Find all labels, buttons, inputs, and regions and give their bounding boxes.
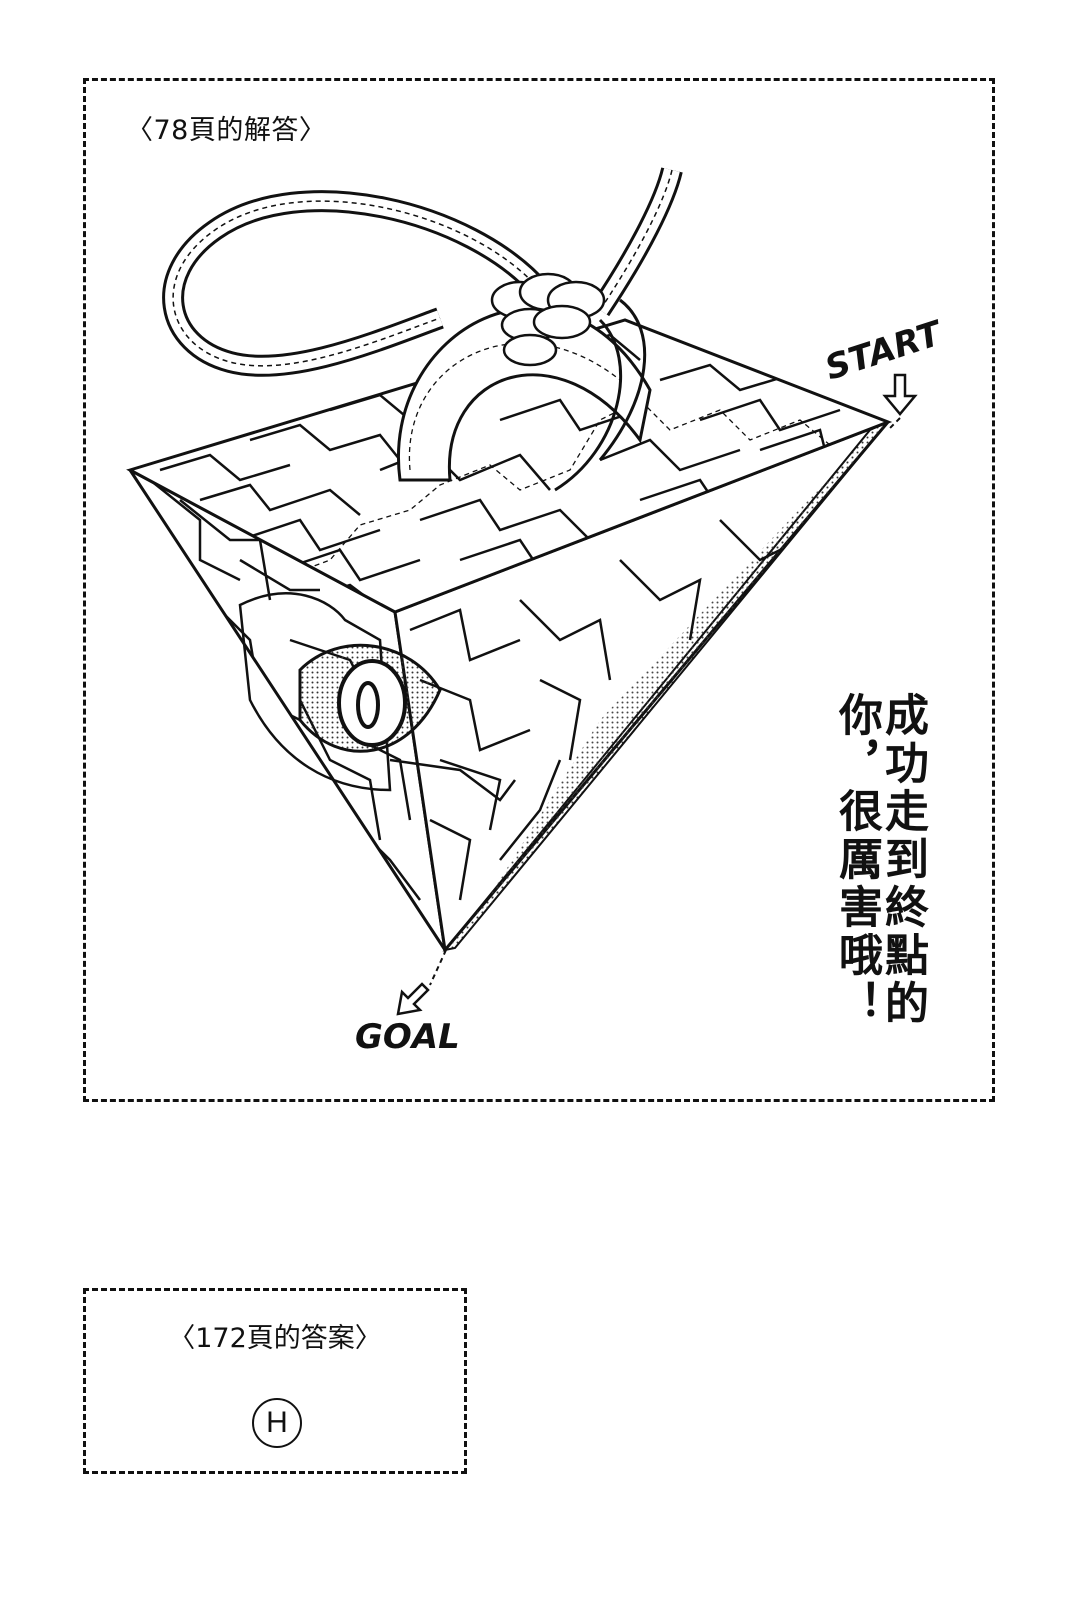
pyramid-top-face (126, 318, 893, 614)
cord-loop (162, 167, 683, 377)
goal-label: GOAL (355, 1017, 460, 1057)
start-label: START (820, 313, 948, 389)
congrats-text-line2: 你，很厲害哦！ (831, 692, 882, 1028)
pyramid-front-face (393, 420, 890, 954)
maze-answer-frame (83, 78, 995, 1102)
goal-arrow-icon (396, 949, 447, 1016)
answer-letter: H (266, 1406, 288, 1439)
answer-circle: H (252, 1398, 302, 1448)
quiz-answer-frame (83, 1288, 467, 1474)
puzzle-ring (397, 272, 652, 492)
congrats-text-line1: 成功走到終點的 (877, 692, 928, 1028)
quiz-answer-label: 〈172頁的答案〉 (168, 1323, 382, 1354)
start-arrow-icon (882, 373, 918, 431)
eye-of-horus-icon (238, 592, 516, 802)
maze-solution-label: 〈78頁的解答〉 (126, 115, 327, 146)
